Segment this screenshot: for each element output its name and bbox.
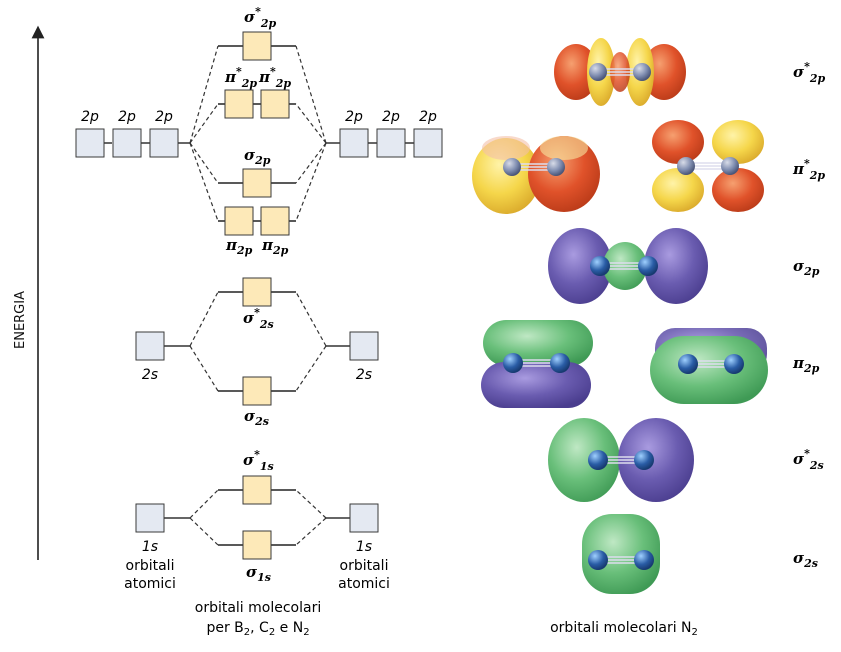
orbital-label-2p: 2p: [382, 109, 400, 125]
right-row-labels: σ*2p π*2p σ2p π2p σ*2s σ2s: [792, 60, 825, 570]
atomic-orbital-box: [349, 503, 379, 533]
molecular-orbital-box: [242, 168, 272, 198]
orbital-render-sigma-star-2p: [554, 38, 686, 106]
right-panel-caption: orbitali molecolari N2: [550, 620, 698, 638]
mo-label-sigma-star-2p: σ*2p: [244, 5, 276, 30]
mo-level-sigma-star-2p: σ*2p: [218, 5, 296, 61]
right-label-sigma-star-2p: σ*2p: [793, 60, 825, 85]
mo-label-pi-2p: π2p: [261, 236, 289, 257]
orbital-render-sigma-star-2s: [548, 418, 694, 502]
orbital-render-sigma-2s: [582, 514, 660, 594]
atomic-orbital-box: [75, 128, 105, 158]
energy-axis: ENERGIA: [13, 25, 45, 560]
atomic-caption-line2: atomici: [124, 576, 176, 592]
molecular-orbital-box: [242, 277, 272, 307]
mo-level-pi-2p: π2p π2p: [218, 206, 296, 257]
atomic-orbital-box: [349, 331, 379, 361]
mo-level-sigma-1s: σ1s: [218, 530, 296, 584]
molecular-orbital-box: [224, 89, 254, 119]
orbital-render-pi-star-2p-a: [472, 136, 600, 214]
orbital-label-2p: 2p: [345, 109, 363, 125]
mo-label-sigma-2p: σ2p: [244, 146, 271, 167]
atomic-2s-left: 2s: [135, 331, 190, 383]
molecular-caption-line2: per B2, C2 e N2: [206, 620, 309, 638]
molecular-orbital-box: [242, 31, 272, 61]
mo-label-pi-2p: π2p: [225, 236, 253, 257]
molecular-orbital-box: [224, 206, 254, 236]
atomic-orbital-box: [149, 128, 179, 158]
atomic-2s-right: 2s: [326, 331, 379, 383]
molecular-orbital-box: [260, 206, 290, 236]
atomic-caption-line1: orbitali: [340, 558, 389, 574]
atomic-2p-left: 2p 2p 2p: [75, 109, 190, 158]
molecular-orbital-box: [242, 376, 272, 406]
orbital-label-2s: 2s: [356, 367, 372, 383]
atomic-1s-right: 1s orbitali atomici: [326, 503, 390, 592]
right-label-pi-2p: π2p: [792, 354, 820, 375]
mo-label-pi-star-2p: π*2p: [258, 65, 291, 90]
mo-level-sigma-star-2s: σ*2s: [218, 277, 296, 331]
molecular-orbital-box: [260, 89, 290, 119]
atomic-caption-line2: atomici: [338, 576, 390, 592]
right-label-pi-star-2p: π*2p: [792, 157, 825, 182]
right-label-sigma-2s: σ2s: [793, 549, 818, 570]
mo-label-sigma-star-1s: σ*1s: [243, 448, 274, 473]
atomic-orbital-box: [413, 128, 443, 158]
mo-label-sigma-2s: σ2s: [244, 407, 269, 428]
atomic-orbital-box: [112, 128, 142, 158]
mo-label-sigma-1s: σ1s: [246, 563, 271, 584]
molecular-orbital-box: [242, 530, 272, 560]
orbital-render-pi-2p-a: [481, 320, 593, 408]
orbital-label-2p: 2p: [81, 109, 99, 125]
mo-level-pi-star-2p: π*2p π*2p: [218, 65, 296, 119]
orbital-label-1s: 1s: [356, 539, 372, 555]
orbital-render-pi-star-2p-b: [652, 120, 764, 212]
mo-level-sigma-2p: σ2p: [218, 146, 296, 198]
mo-label-pi-star-2p: π*2p: [224, 65, 257, 90]
atomic-2p-right: 2p 2p 2p: [326, 109, 443, 158]
molecular-caption-line1: orbitali molecolari: [195, 600, 321, 616]
orbital-render-sigma-2p: [548, 228, 708, 304]
correlation-lines-2s: [189, 291, 327, 392]
orbital-label-2p: 2p: [419, 109, 437, 125]
orbital-label-2p: 2p: [155, 109, 173, 125]
mo-label-sigma-star-2s: σ*2s: [243, 306, 274, 331]
mo-level-sigma-star-1s: σ*1s: [218, 448, 296, 505]
atomic-orbital-box: [376, 128, 406, 158]
energy-axis-label: ENERGIA: [13, 291, 28, 349]
correlation-lines-2p: [189, 45, 327, 222]
orbital-render-pi-2p-b: [650, 328, 768, 404]
atomic-1s-left: 1s orbitali atomici: [124, 503, 190, 592]
right-label-sigma-2p: σ2p: [793, 257, 820, 278]
orbital-label-2s: 2s: [142, 367, 158, 383]
orbital-label-2p: 2p: [118, 109, 136, 125]
atomic-orbital-box: [339, 128, 369, 158]
molecular-orbital-box: [242, 475, 272, 505]
right-label-sigma-star-2s: σ*2s: [793, 447, 824, 472]
atomic-orbital-box: [135, 503, 165, 533]
mo-level-sigma-2s: σ2s: [218, 376, 296, 428]
atomic-orbital-box: [135, 331, 165, 361]
orbital-label-1s: 1s: [142, 539, 158, 555]
atomic-caption-line1: orbitali: [126, 558, 175, 574]
